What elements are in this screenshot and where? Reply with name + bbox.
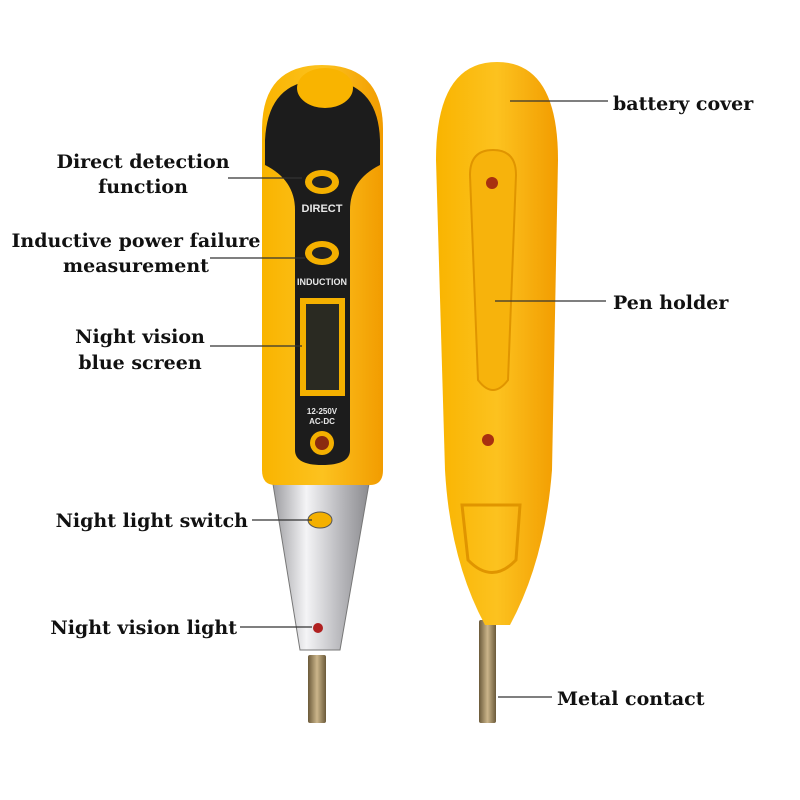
left-pen-black-panel	[265, 80, 380, 465]
leader-lines	[210, 100, 608, 698]
lcd-screen	[306, 304, 339, 390]
callout-light-switch: Night light switch	[56, 510, 249, 532]
induction-contact-hole	[312, 247, 332, 259]
voltage-printed-label: 12-250V	[307, 407, 338, 416]
callout-pen-holder: Pen holder	[613, 292, 729, 314]
night-vision-led	[313, 623, 323, 633]
upper-hole	[486, 177, 498, 189]
callout-inductive-1: Inductive power failure	[12, 230, 261, 252]
indicator-led	[315, 436, 329, 450]
direct-printed-label: DIRECT	[302, 203, 343, 215]
right-pen	[436, 62, 558, 723]
callout-blue-screen-1: Night vision	[75, 326, 205, 348]
left-pen-tip	[308, 655, 326, 723]
callout-direct-detection-2: function	[98, 176, 188, 198]
induction-printed-label: INDUCTION	[297, 277, 347, 287]
lower-hole	[482, 434, 494, 446]
callout-battery-cover: battery cover	[613, 93, 754, 115]
acdc-printed-label: AC-DC	[309, 417, 335, 426]
callout-metal-contact: Metal contact	[557, 688, 705, 710]
right-pen-tip	[479, 620, 496, 723]
callout-direct-detection-1: Direct detection	[56, 151, 229, 173]
callout-blue-screen-2: blue screen	[78, 352, 201, 374]
left-pen: DIRECT INDUCTION 12-250V AC-DC	[262, 65, 383, 723]
left-pen-top-cap	[297, 68, 353, 108]
pen-holder-clip	[468, 148, 518, 391]
battery-cover-grip	[460, 503, 522, 574]
callout-inductive-2: measurement	[63, 255, 209, 277]
direct-contact-hole	[312, 176, 332, 188]
callout-vision-light: Night vision light	[50, 617, 237, 639]
